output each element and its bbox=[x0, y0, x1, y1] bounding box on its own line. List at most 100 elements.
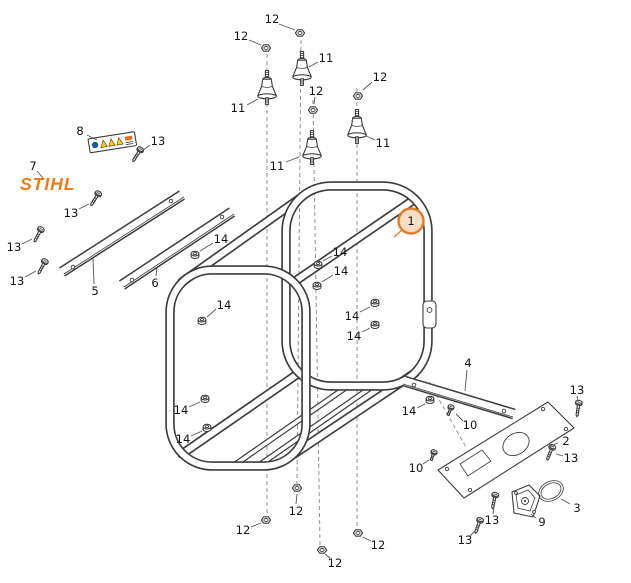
nut-part-12 bbox=[260, 516, 272, 524]
callout-label-11[interactable]: 11 bbox=[231, 101, 246, 115]
callout-leader-14 bbox=[359, 306, 371, 313]
warning-triangle-icon bbox=[108, 138, 116, 147]
callout-label-11[interactable]: 11 bbox=[319, 51, 334, 65]
callout-label-10[interactable]: 10 bbox=[463, 418, 478, 432]
callout-leader-14 bbox=[416, 403, 426, 409]
callout-label-7[interactable]: 7 bbox=[29, 159, 36, 173]
callout-leader-12 bbox=[250, 522, 262, 528]
callout-label-12[interactable]: 12 bbox=[234, 29, 249, 43]
callout-label-14[interactable]: 14 bbox=[345, 309, 360, 323]
safety-label-part-8 bbox=[87, 131, 138, 154]
callout-label-13[interactable]: 13 bbox=[485, 513, 500, 527]
callout-leader-14 bbox=[188, 401, 201, 408]
callout-leader-12 bbox=[313, 96, 316, 105]
callout-leader-13 bbox=[492, 506, 495, 515]
callout-label-13[interactable]: 13 bbox=[564, 451, 579, 465]
callout-leader-12 bbox=[248, 39, 262, 46]
callout-label-13[interactable]: 13 bbox=[7, 240, 22, 254]
cover-part-9 bbox=[511, 484, 541, 518]
highlight-circle-part-1[interactable] bbox=[397, 207, 425, 235]
callout-leader-14 bbox=[321, 274, 334, 283]
callout-leader-13 bbox=[141, 144, 151, 152]
callout-leader-12 bbox=[295, 493, 298, 505]
callout-label-13[interactable]: 13 bbox=[64, 206, 79, 220]
callout-label-13[interactable]: 13 bbox=[10, 274, 25, 288]
callout-label-12[interactable]: 12 bbox=[289, 504, 304, 518]
buffer-part-11 bbox=[347, 108, 367, 144]
callout-label-9[interactable]: 9 bbox=[538, 515, 545, 529]
callout-label-11[interactable]: 11 bbox=[270, 159, 285, 173]
rail-part-5 bbox=[59, 190, 185, 277]
callout-leader-11 bbox=[365, 135, 376, 141]
callout-label-12[interactable]: 12 bbox=[265, 12, 280, 26]
callout-leader-14 bbox=[361, 327, 371, 333]
callout-label-3[interactable]: 3 bbox=[573, 501, 580, 515]
callout-label-14[interactable]: 14 bbox=[402, 404, 417, 418]
warning-triangle-icon bbox=[116, 136, 124, 146]
callout-label-13[interactable]: 13 bbox=[151, 134, 166, 148]
callout-label-12[interactable]: 12 bbox=[371, 538, 386, 552]
callout-leader-3 bbox=[560, 498, 571, 505]
callout-label-1[interactable]: 1 bbox=[407, 214, 414, 228]
screw-part-13 bbox=[87, 189, 103, 208]
callout-label-14[interactable]: 14 bbox=[347, 329, 362, 343]
callout-leader-12 bbox=[324, 553, 331, 559]
nut-part-12 bbox=[260, 44, 272, 52]
callout-label-12[interactable]: 12 bbox=[373, 70, 388, 84]
nut-part-12 bbox=[291, 484, 303, 492]
frame-latch-tab bbox=[422, 300, 437, 329]
nut-part-12 bbox=[294, 29, 306, 37]
callout-label-14[interactable]: 14 bbox=[214, 232, 229, 246]
callout-label-5[interactable]: 5 bbox=[91, 284, 98, 298]
callout-label-11[interactable]: 11 bbox=[376, 136, 391, 150]
callout-leader-14 bbox=[190, 430, 203, 437]
callout-label-13[interactable]: 13 bbox=[458, 533, 473, 547]
callout-leader-6 bbox=[155, 266, 158, 277]
callout-label-12[interactable]: 12 bbox=[328, 556, 343, 570]
nut-part-14 bbox=[200, 394, 210, 404]
callout-label-13[interactable]: 13 bbox=[570, 383, 585, 397]
warning-triangle-icon bbox=[100, 139, 108, 148]
rail-part-4 bbox=[402, 375, 516, 420]
callout-label-14[interactable]: 14 bbox=[334, 264, 349, 278]
callout-leader-8 bbox=[86, 134, 98, 141]
callout-label-4[interactable]: 4 bbox=[464, 356, 471, 370]
manual-icon bbox=[91, 141, 99, 149]
buffer-part-11 bbox=[292, 50, 312, 86]
nut-part-14 bbox=[202, 423, 212, 433]
callout-label-14[interactable]: 14 bbox=[176, 432, 191, 446]
callout-leader-10 bbox=[422, 459, 430, 465]
buffer-part-11 bbox=[302, 129, 322, 165]
nut-part-12 bbox=[352, 529, 364, 537]
buffer-part-11 bbox=[257, 69, 277, 105]
callout-leader-13 bbox=[469, 530, 476, 537]
callout-label-2[interactable]: 2 bbox=[562, 434, 569, 448]
callout-leader-14 bbox=[206, 308, 217, 318]
callout-label-10[interactable]: 10 bbox=[409, 461, 424, 475]
callout-leader-13 bbox=[24, 270, 37, 278]
callout-label-12[interactable]: 12 bbox=[309, 84, 324, 98]
callout-label-14[interactable]: 14 bbox=[217, 298, 232, 312]
callout-leader-4 bbox=[464, 369, 468, 392]
nut-part-14 bbox=[425, 395, 435, 405]
callout-leader-11 bbox=[308, 61, 319, 68]
callout-leader-13 bbox=[576, 395, 579, 403]
callout-leader-13 bbox=[21, 238, 33, 245]
callout-leader-13 bbox=[555, 453, 564, 457]
callout-label-6[interactable]: 6 bbox=[151, 276, 158, 290]
callout-leader-12 bbox=[278, 23, 296, 31]
screw-part-13 bbox=[488, 491, 500, 510]
screw-part-13 bbox=[30, 225, 46, 244]
frame-part-1 bbox=[165, 181, 437, 471]
callout-label-12[interactable]: 12 bbox=[236, 523, 251, 537]
nut-part-12 bbox=[352, 92, 364, 100]
callout-label-14[interactable]: 14 bbox=[174, 403, 189, 417]
nut-part-12 bbox=[307, 106, 319, 114]
callout-label-8[interactable]: 8 bbox=[76, 124, 83, 138]
nut-part-14 bbox=[370, 320, 380, 330]
screw-part-13 bbox=[573, 399, 584, 418]
callout-label-14[interactable]: 14 bbox=[333, 245, 348, 259]
callout-layer: 12 12 11 12 12 11 8 13 11 11 7 13 1 14 13 14 14 13 6 5 14 14 1… bbox=[7, 12, 585, 570]
screw-part-13 bbox=[129, 145, 145, 164]
